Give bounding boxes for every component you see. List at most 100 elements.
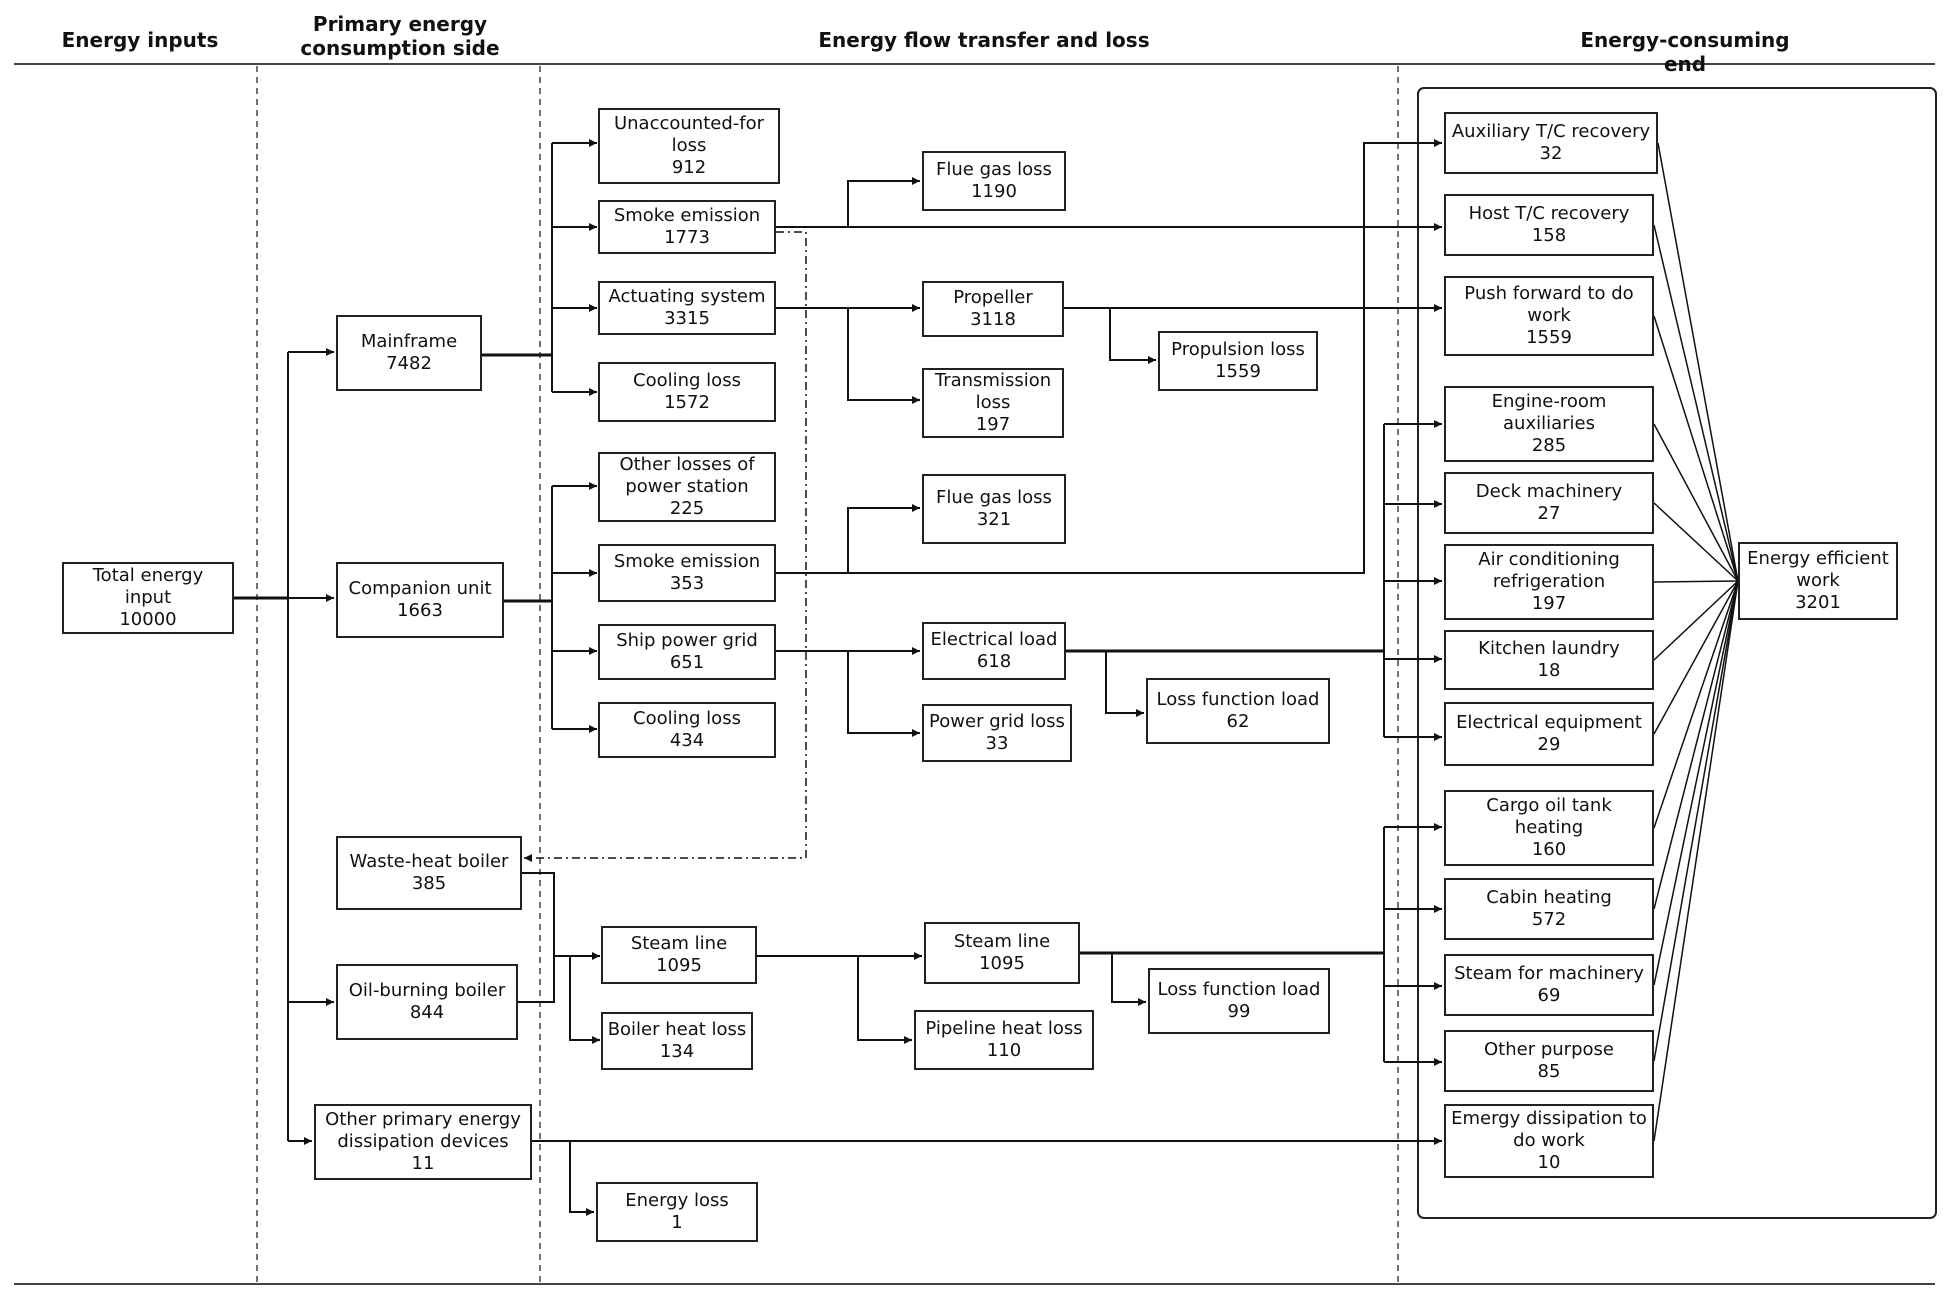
node-label: Transmission loss [934, 370, 1052, 413]
node-label: Flue gas loss [936, 159, 1052, 180]
node-value: 285 [1531, 435, 1567, 456]
node-value: 651 [669, 652, 705, 673]
edge-oil-boiler-out [518, 956, 555, 1003]
node-value: 7482 [386, 353, 432, 374]
node-value: 69 [1537, 985, 1561, 1006]
node-label: Flue gas loss [936, 487, 1052, 508]
node-unaccounted-loss: Unaccounted-for loss 912 [598, 108, 780, 184]
node-boiler-heat-loss: Boiler heat loss 134 [601, 1012, 753, 1070]
node-value: 10000 [119, 609, 177, 630]
node-label: Auxiliary T/C recovery [1451, 121, 1651, 142]
node-value: 32 [1539, 143, 1563, 164]
node-power-grid-loss: Power grid loss 33 [922, 704, 1072, 762]
node-propeller: Propeller 3118 [922, 281, 1064, 337]
edge-grid-to-grid-loss [847, 651, 920, 737]
node-other-purpose: Other purpose 85 [1444, 1030, 1654, 1092]
edge-emergy-dissipation-to-efficient-work [1653, 580, 1739, 1142]
node-value: 99 [1227, 1001, 1251, 1022]
header-transfer-loss-text: Energy flow transfer and loss [818, 28, 1150, 52]
edge-smoke1-to-flue [847, 177, 920, 227]
edge-to-boiler-heat-loss [569, 956, 600, 1044]
node-label: Push forward to do work [1464, 283, 1634, 326]
node-value: 321 [976, 509, 1012, 530]
node-label: Cabin heating [1486, 887, 1612, 908]
edge-steam2-to-loss-function [1111, 953, 1146, 1006]
node-value: 110 [986, 1040, 1022, 1061]
node-value: 33 [985, 733, 1009, 754]
header-energy-inputs: Energy inputs [40, 28, 240, 52]
node-value: 1773 [664, 227, 710, 248]
node-label: Other losses of power station [619, 454, 755, 497]
node-steam-for-machinery: Steam for machinery 69 [1444, 954, 1654, 1016]
node-label: Unaccounted-for loss [613, 113, 765, 156]
node-label: Companion unit [348, 578, 492, 599]
edge-deck-machinery-to-efficient-work [1653, 502, 1739, 582]
node-energy-loss: Energy loss 1 [596, 1182, 758, 1242]
node-label: Energy loss [625, 1190, 729, 1211]
header-primary-side: Primary energy consumption side [300, 12, 500, 60]
edge-waste-heat-out [522, 872, 555, 956]
node-label: Loss function load [1156, 689, 1320, 710]
node-label: Air conditioning refrigeration [1478, 549, 1620, 592]
edge-push-forward-to-efficient-work [1653, 315, 1739, 582]
node-flue-gas-loss-1: Flue gas loss 1190 [922, 151, 1066, 211]
node-value: 1095 [979, 953, 1025, 974]
edge-steam-for-machinery-to-efficient-work [1653, 580, 1739, 986]
node-label: Cargo oil tank heating [1486, 795, 1612, 838]
header-energy-inputs-text: Energy inputs [61, 28, 219, 52]
node-value: 27 [1537, 503, 1561, 524]
node-pipeline-heat-loss: Pipeline heat loss 110 [914, 1010, 1094, 1070]
node-value: 11 [411, 1153, 435, 1174]
node-value: 225 [669, 498, 705, 519]
node-label: Steam line [953, 931, 1051, 952]
node-label: Loss function load [1157, 979, 1321, 1000]
edge-electrical-equipment-to-efficient-work [1653, 580, 1739, 735]
edge-actuating-to-transmission [847, 308, 920, 404]
node-value: 572 [1531, 909, 1567, 930]
node-loss-function-load-1: Loss function load 62 [1146, 678, 1330, 744]
node-push-forward: Push forward to do work 1559 [1444, 276, 1654, 356]
node-value: 29 [1537, 734, 1561, 755]
node-emergy-dissipation: Emergy dissipation to do work 10 [1444, 1104, 1654, 1178]
node-cooling-loss-2: Cooling loss 434 [598, 702, 776, 758]
node-label: Smoke emission [613, 205, 761, 226]
node-label: Steam line [630, 933, 728, 954]
node-value: 385 [411, 873, 447, 894]
node-value: 3118 [970, 309, 1016, 330]
node-label: Host T/C recovery [1468, 203, 1630, 224]
node-label: Mainframe [360, 331, 458, 352]
node-value: 3201 [1795, 592, 1841, 613]
node-label: Ship power grid [616, 630, 758, 651]
node-other-primary-devices: Other primary energy dissipation devices… [314, 1104, 532, 1180]
node-steam-line-1: Steam line 1095 [601, 926, 757, 984]
node-label: Propulsion loss [1171, 339, 1305, 360]
edge-smoke2-main [776, 139, 1442, 574]
node-value: 10 [1537, 1152, 1561, 1173]
node-value: 912 [671, 157, 707, 178]
node-value: 1663 [397, 600, 443, 621]
node-label: Other purpose [1484, 1039, 1614, 1060]
edge-other-purpose-to-efficient-work [1653, 580, 1739, 1062]
node-value: 844 [409, 1002, 445, 1023]
node-engine-room-auxiliaries: Engine-room auxiliaries 285 [1444, 386, 1654, 462]
edge-smoke1-to-waste-heat [524, 231, 807, 862]
edge-host-tc-recovery-to-efficient-work [1653, 224, 1739, 582]
consuming-end-frame [1417, 87, 1937, 1219]
node-value: 1 [671, 1212, 683, 1233]
efficient-work-fan [1653, 142, 1739, 1142]
node-value: 1559 [1526, 327, 1572, 348]
node-loss-function-load-2: Loss function load 99 [1148, 968, 1330, 1034]
node-total-energy-input: Total energy input 10000 [62, 562, 234, 634]
node-label: Cooling loss [633, 370, 741, 391]
edge-smoke2-to-flue [847, 504, 920, 573]
node-label: Actuating system [608, 286, 766, 307]
node-label: Engine-room auxiliaries [1491, 391, 1607, 434]
node-auxiliary-tc-recovery: Auxiliary T/C recovery 32 [1444, 112, 1658, 174]
node-mainframe: Mainframe 7482 [336, 315, 482, 391]
node-value: 62 [1226, 711, 1250, 732]
node-label: Steam for machinery [1454, 963, 1644, 984]
node-smoke-emission-1: Smoke emission 1773 [598, 200, 776, 254]
node-label: Energy efficient work [1747, 548, 1889, 591]
node-cooling-loss-1: Cooling loss 1572 [598, 362, 776, 422]
node-oil-burning-boiler: Oil-burning boiler 844 [336, 964, 518, 1040]
